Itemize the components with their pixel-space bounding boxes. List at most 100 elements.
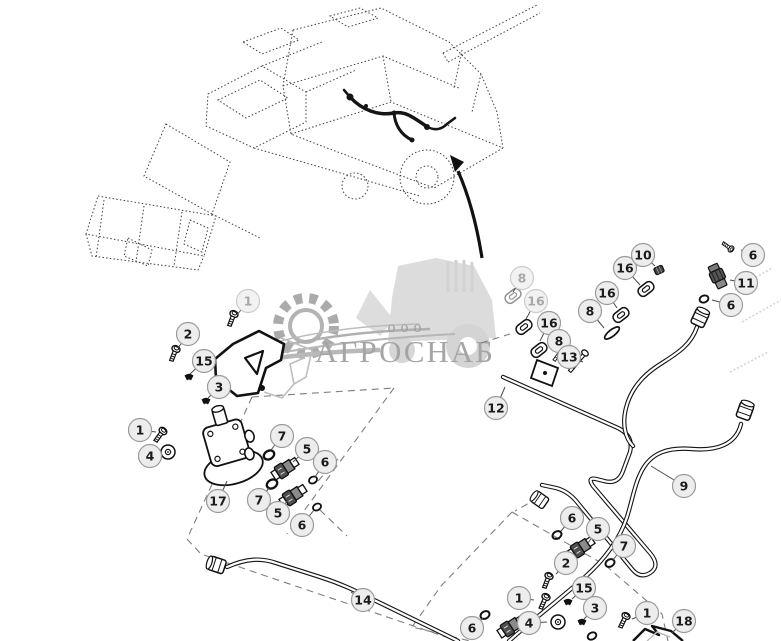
callout-circle xyxy=(523,288,549,314)
callout-6: 6 xyxy=(289,509,315,538)
callout-number: 8 xyxy=(518,270,527,285)
callout-7: 7 xyxy=(611,533,637,561)
callout-circle xyxy=(594,280,620,306)
bracket-18-back-drawing xyxy=(646,631,671,641)
callout-number: 2 xyxy=(562,555,571,570)
callout-number: 6 xyxy=(749,247,758,262)
callout-18: 18 xyxy=(671,608,697,634)
callout-number: 12 xyxy=(487,400,504,415)
clamp-drawing xyxy=(513,317,535,337)
clamp-drawing xyxy=(635,279,657,299)
callout-8: 8 xyxy=(577,298,605,329)
callout-number: 5 xyxy=(594,521,603,536)
callout-12: 12 xyxy=(483,386,509,421)
bracket-hole xyxy=(243,349,265,376)
callout-7: 7 xyxy=(269,423,295,451)
callout-11: 11 xyxy=(729,270,759,296)
callout-circle xyxy=(571,575,597,601)
clamp-drawing xyxy=(528,340,550,360)
tube-9-nut-drawing xyxy=(734,397,756,422)
callout-circle xyxy=(289,512,315,538)
callout-number: 16 xyxy=(598,285,616,300)
callout-number: 10 xyxy=(634,247,652,262)
callout-circle xyxy=(733,270,759,296)
callout-5: 5 xyxy=(292,436,320,463)
callout-1: 1 xyxy=(127,417,157,443)
callout-circle xyxy=(671,473,697,499)
callout-17: 17 xyxy=(205,480,231,514)
washer-drawing xyxy=(563,598,573,606)
callout-circle xyxy=(459,615,485,641)
steering-valve-drawing xyxy=(202,404,264,487)
callout-6: 6 xyxy=(459,615,485,641)
callout-8: 8 xyxy=(509,265,535,293)
callout-number: 7 xyxy=(620,538,629,553)
callout-6: 6 xyxy=(740,242,766,268)
bolt-drawing xyxy=(538,570,555,591)
callout-circle xyxy=(509,265,535,291)
o-ring-drawing xyxy=(585,629,599,641)
callout-circle xyxy=(265,500,291,526)
callout-2: 2 xyxy=(553,550,579,576)
callout-circle xyxy=(205,488,231,514)
callout-number: 16 xyxy=(527,293,545,308)
callout-9: 9 xyxy=(650,465,697,499)
callout-circle xyxy=(559,505,585,531)
callout-6: 6 xyxy=(559,505,585,532)
callout-number: 7 xyxy=(278,428,287,443)
callout-circle xyxy=(585,516,611,542)
ring-washer-drawing xyxy=(160,444,176,460)
callout-circle xyxy=(582,595,608,621)
callout-6: 6 xyxy=(711,292,744,318)
location-arrow xyxy=(450,155,484,259)
curved-washer-drawing xyxy=(603,326,621,340)
washer-drawing xyxy=(577,618,587,626)
tube-12-drawing xyxy=(500,374,658,578)
callout-circle xyxy=(175,321,201,347)
hose-assembly-highlight xyxy=(342,88,457,143)
callout-number: 1 xyxy=(643,605,652,620)
watermark-gear xyxy=(273,293,339,359)
screw-drawing xyxy=(720,239,736,254)
callout-number: 11 xyxy=(737,275,754,290)
callout-circle xyxy=(556,344,582,370)
callout-number: 13 xyxy=(560,349,577,364)
tube-end-nut-drawing xyxy=(527,488,551,510)
callout-number: 8 xyxy=(586,303,595,318)
o-ring-drawing xyxy=(697,293,711,305)
callout-number: 6 xyxy=(321,454,330,469)
callout-number: 14 xyxy=(354,592,372,607)
callout-circle xyxy=(269,423,295,449)
callout-layer: 1215314177567568161681316101686116129146… xyxy=(127,242,766,641)
machine-overview-sketch xyxy=(85,4,541,271)
callout-number: 6 xyxy=(727,297,736,312)
callout-number: 5 xyxy=(303,441,312,456)
callout-number: 17 xyxy=(209,493,226,508)
callout-13: 13 xyxy=(556,344,584,370)
callout-circle xyxy=(246,487,272,513)
callout-2: 2 xyxy=(175,321,201,349)
callout-circle xyxy=(191,348,217,374)
tube-9-drawing xyxy=(506,421,744,641)
tube-14-nut-drawing xyxy=(204,554,228,575)
nut-drawing xyxy=(652,264,666,276)
callout-1: 1 xyxy=(631,600,660,626)
callout-number: 15 xyxy=(195,353,212,368)
ring-washer-drawing xyxy=(550,614,566,630)
callout-16: 16 xyxy=(523,288,549,320)
callout-4: 4 xyxy=(137,443,163,469)
callout-circle xyxy=(137,443,163,469)
callout-3: 3 xyxy=(582,595,608,621)
o-ring-drawing xyxy=(478,608,492,622)
callout-3: 3 xyxy=(206,374,232,400)
callout-circle xyxy=(235,288,261,314)
callout-circle xyxy=(516,610,542,636)
callout-circle xyxy=(506,585,532,611)
callout-number: 6 xyxy=(298,517,307,532)
callout-15: 15 xyxy=(189,348,217,375)
tube-12-nut-drawing xyxy=(689,304,712,329)
bolt-drawing xyxy=(223,308,240,329)
o-ring-drawing xyxy=(550,528,564,542)
callout-10: 10 xyxy=(630,242,656,268)
